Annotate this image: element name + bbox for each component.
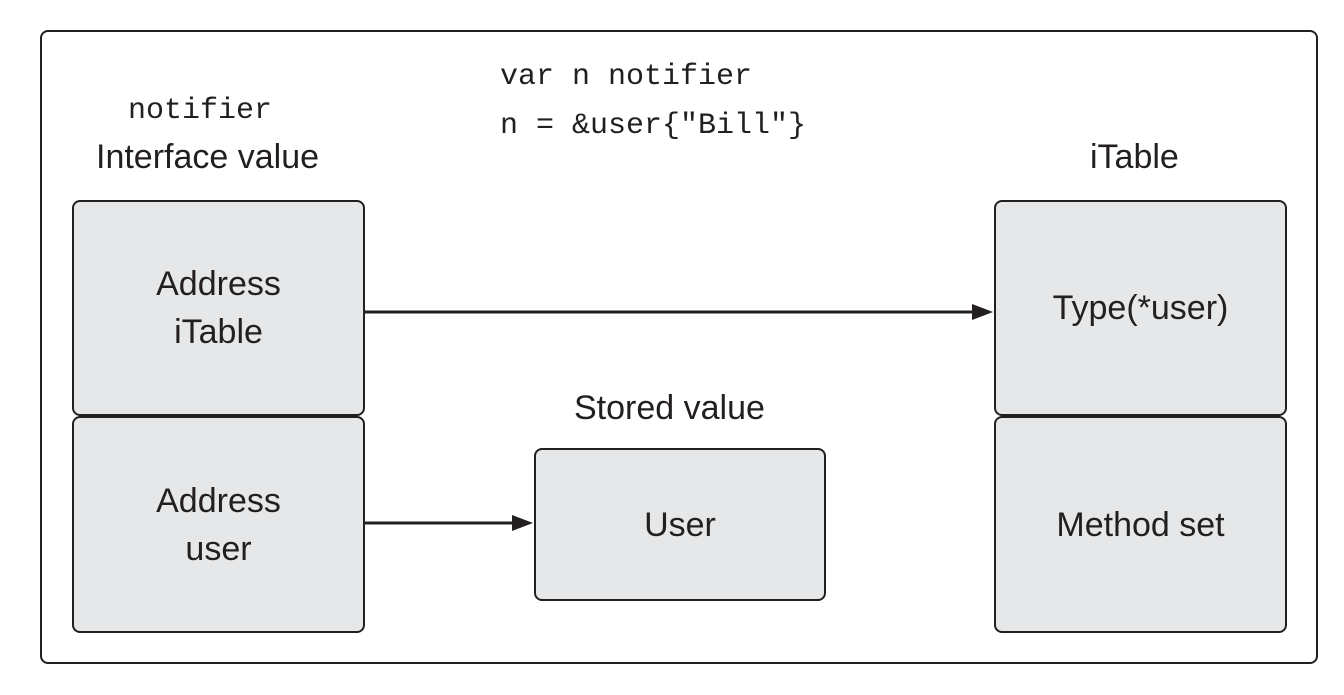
itable-method-set-box: Method set xyxy=(994,416,1287,633)
itable-word-line2: iTable xyxy=(174,313,263,351)
interface-value-caption: Interface value xyxy=(96,138,320,176)
interface-itable-word-box: Address iTable xyxy=(72,200,365,416)
interface-type-name: notifier xyxy=(128,94,273,128)
stored-value-caption: Stored value xyxy=(574,389,765,427)
stored-user-label: User xyxy=(644,505,716,544)
interface-data-word-box: Address user xyxy=(72,416,365,633)
code-line-assignment: n = &user{"Bill"} xyxy=(500,109,807,143)
data-word-line1: Address xyxy=(156,481,281,520)
code-line-declaration: var n notifier xyxy=(500,60,753,94)
itable-caption: iTable xyxy=(1090,138,1179,176)
data-word-line2: user xyxy=(185,529,252,568)
itable-word-line1: Address xyxy=(156,265,281,303)
stored-user-box: User xyxy=(534,448,826,601)
itable-type-box: Type(*user) xyxy=(994,200,1287,416)
method-set-label: Method set xyxy=(1056,505,1225,544)
itable-type-label: Type(*user) xyxy=(1052,289,1229,327)
